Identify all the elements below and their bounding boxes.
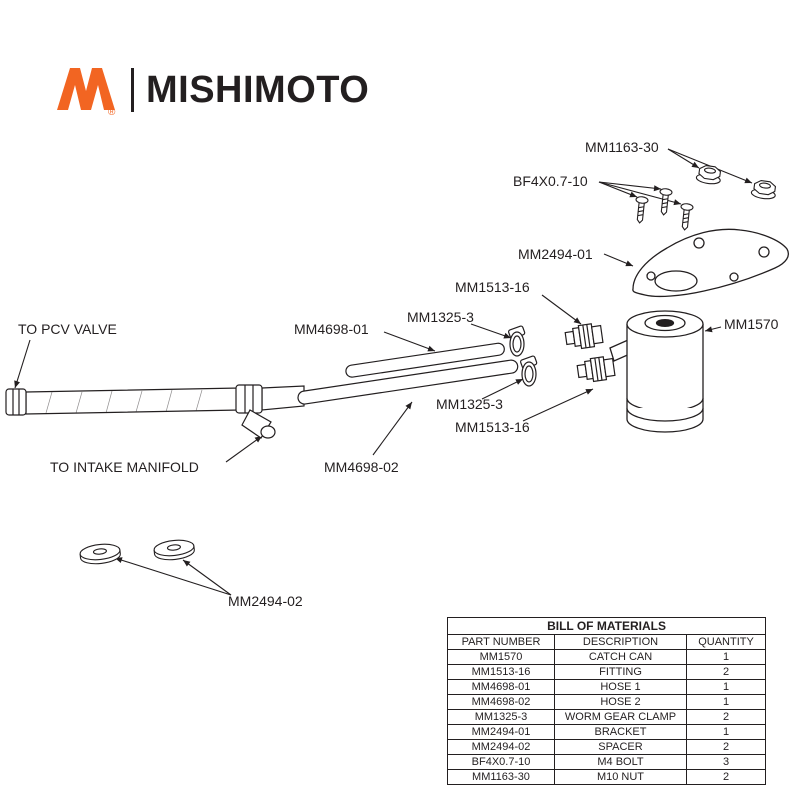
label-mm2494-02: MM2494-02: [228, 593, 303, 609]
parts-diagram: MM1163-30 BF4X0.7-10 MM2494-01 MM1513-16…: [5, 139, 790, 609]
logo-divider: [131, 68, 134, 112]
worm-gear-clamp-2-drawing: [520, 355, 538, 387]
leader-lines: [14, 148, 753, 596]
bill-of-materials-table: BILL OF MATERIALS PART NUMBER DESCRIPTIO…: [446, 617, 767, 785]
table-row: MM1513-16 FITTING 2: [447, 664, 767, 680]
worm-gear-clamp-1-drawing: [508, 325, 526, 357]
bom-quantity: 1: [685, 724, 767, 740]
label-mm1163-30: MM1163-30: [585, 139, 659, 155]
table-row: MM4698-01 HOSE 1 1: [447, 679, 767, 695]
label-mm1325-3-top: MM1325-3: [407, 309, 474, 325]
bom-part-number: MM2494-01: [447, 724, 555, 740]
bom-description: CATCH CAN: [554, 649, 687, 665]
label-to-pcv-valve: TO PCV VALVE: [18, 321, 117, 337]
m4-bolt-3-drawing: [678, 202, 694, 232]
bom-col-quantity: QUANTITY: [685, 634, 767, 650]
brand-wordmark: MISHIMOTO: [146, 69, 370, 111]
m4-bolt-2-drawing: [657, 187, 673, 217]
bom-description: HOSE 1: [554, 679, 687, 695]
label-mm2494-01: MM2494-01: [518, 246, 593, 262]
bom-description: SPACER: [554, 739, 687, 755]
bom-quantity: 1: [685, 694, 767, 710]
bom-part-number: BF4X0.7-10: [447, 754, 555, 770]
bom-description: HOSE 2: [554, 694, 687, 710]
table-row: MM2494-02 SPACER 2: [447, 739, 767, 755]
hose-2-drawing: [297, 359, 519, 405]
m10-nut-1-drawing: [695, 163, 723, 186]
bom-description: FITTING: [554, 664, 687, 680]
bom-title: BILL OF MATERIALS: [446, 617, 767, 635]
bom-quantity: 2: [685, 664, 767, 680]
table-row: MM1325-3 WORM GEAR CLAMP 2: [447, 709, 767, 725]
label-to-intake-manifold: TO INTAKE MANIFOLD: [50, 459, 199, 475]
bom-part-number: MM2494-02: [447, 739, 555, 755]
fitting-1-drawing: [563, 322, 604, 351]
label-mm1513-16-bottom: MM1513-16: [455, 419, 530, 435]
table-row: MM1570 CATCH CAN 1: [447, 649, 767, 665]
label-bf4x0-7-10: BF4X0.7-10: [513, 173, 588, 189]
bom-quantity: 3: [685, 754, 767, 770]
table-row: MM4698-02 HOSE 2 1: [447, 694, 767, 710]
bom-col-description: DESCRIPTION: [554, 634, 687, 650]
bom-part-number: MM1325-3: [447, 709, 555, 725]
label-mm4698-01: MM4698-01: [294, 321, 369, 337]
spacer-1-drawing: [78, 541, 122, 567]
label-mm1325-3-bottom: MM1325-3: [436, 396, 503, 412]
bom-part-number: MM1513-16: [447, 664, 555, 680]
spacer-2-drawing: [152, 537, 196, 563]
label-mm1513-16-top: MM1513-16: [455, 279, 530, 295]
m4-bolt-1-drawing: [633, 195, 649, 225]
hose-1-drawing: [345, 342, 505, 378]
table-row: BF4X0.7-10 M4 BOLT 3: [447, 754, 767, 770]
table-row: MM1163-30 M10 NUT 2: [447, 769, 767, 785]
bom-description: WORM GEAR CLAMP: [554, 709, 687, 725]
bom-part-number: MM1163-30: [447, 769, 555, 785]
bom-part-number: MM4698-02: [447, 694, 555, 710]
bom-col-part-number: PART NUMBER: [447, 634, 555, 650]
label-mm4698-02: MM4698-02: [324, 459, 399, 475]
bom-quantity: 2: [685, 709, 767, 725]
bracket-drawing: [632, 228, 790, 298]
bom-description: M4 BOLT: [554, 754, 687, 770]
bom-header-row: PART NUMBER DESCRIPTION QUANTITY: [447, 634, 767, 650]
fitting-2-drawing: [575, 355, 616, 384]
label-mm1570: MM1570: [724, 316, 779, 332]
bom-part-number: MM1570: [447, 649, 555, 665]
bom-title-row: BILL OF MATERIALS: [446, 617, 767, 635]
mishimoto-logo: ® MISHIMOTO: [55, 64, 369, 116]
bom-description: BRACKET: [554, 724, 687, 740]
catch-can-drawing: [609, 310, 704, 433]
bom-part-number: MM4698-01: [447, 679, 555, 695]
pcv-hose-drawing: [5, 384, 305, 439]
registered-mark: ®: [108, 107, 116, 116]
bom-quantity: 2: [685, 769, 767, 785]
m10-nut-2-drawing: [750, 178, 778, 201]
bom-description: M10 NUT: [554, 769, 687, 785]
mishimoto-m-icon: ®: [57, 68, 116, 116]
bom-quantity: 1: [685, 679, 767, 695]
bom-quantity: 2: [685, 739, 767, 755]
bom-quantity: 1: [685, 649, 767, 665]
table-row: MM2494-01 BRACKET 1: [447, 724, 767, 740]
